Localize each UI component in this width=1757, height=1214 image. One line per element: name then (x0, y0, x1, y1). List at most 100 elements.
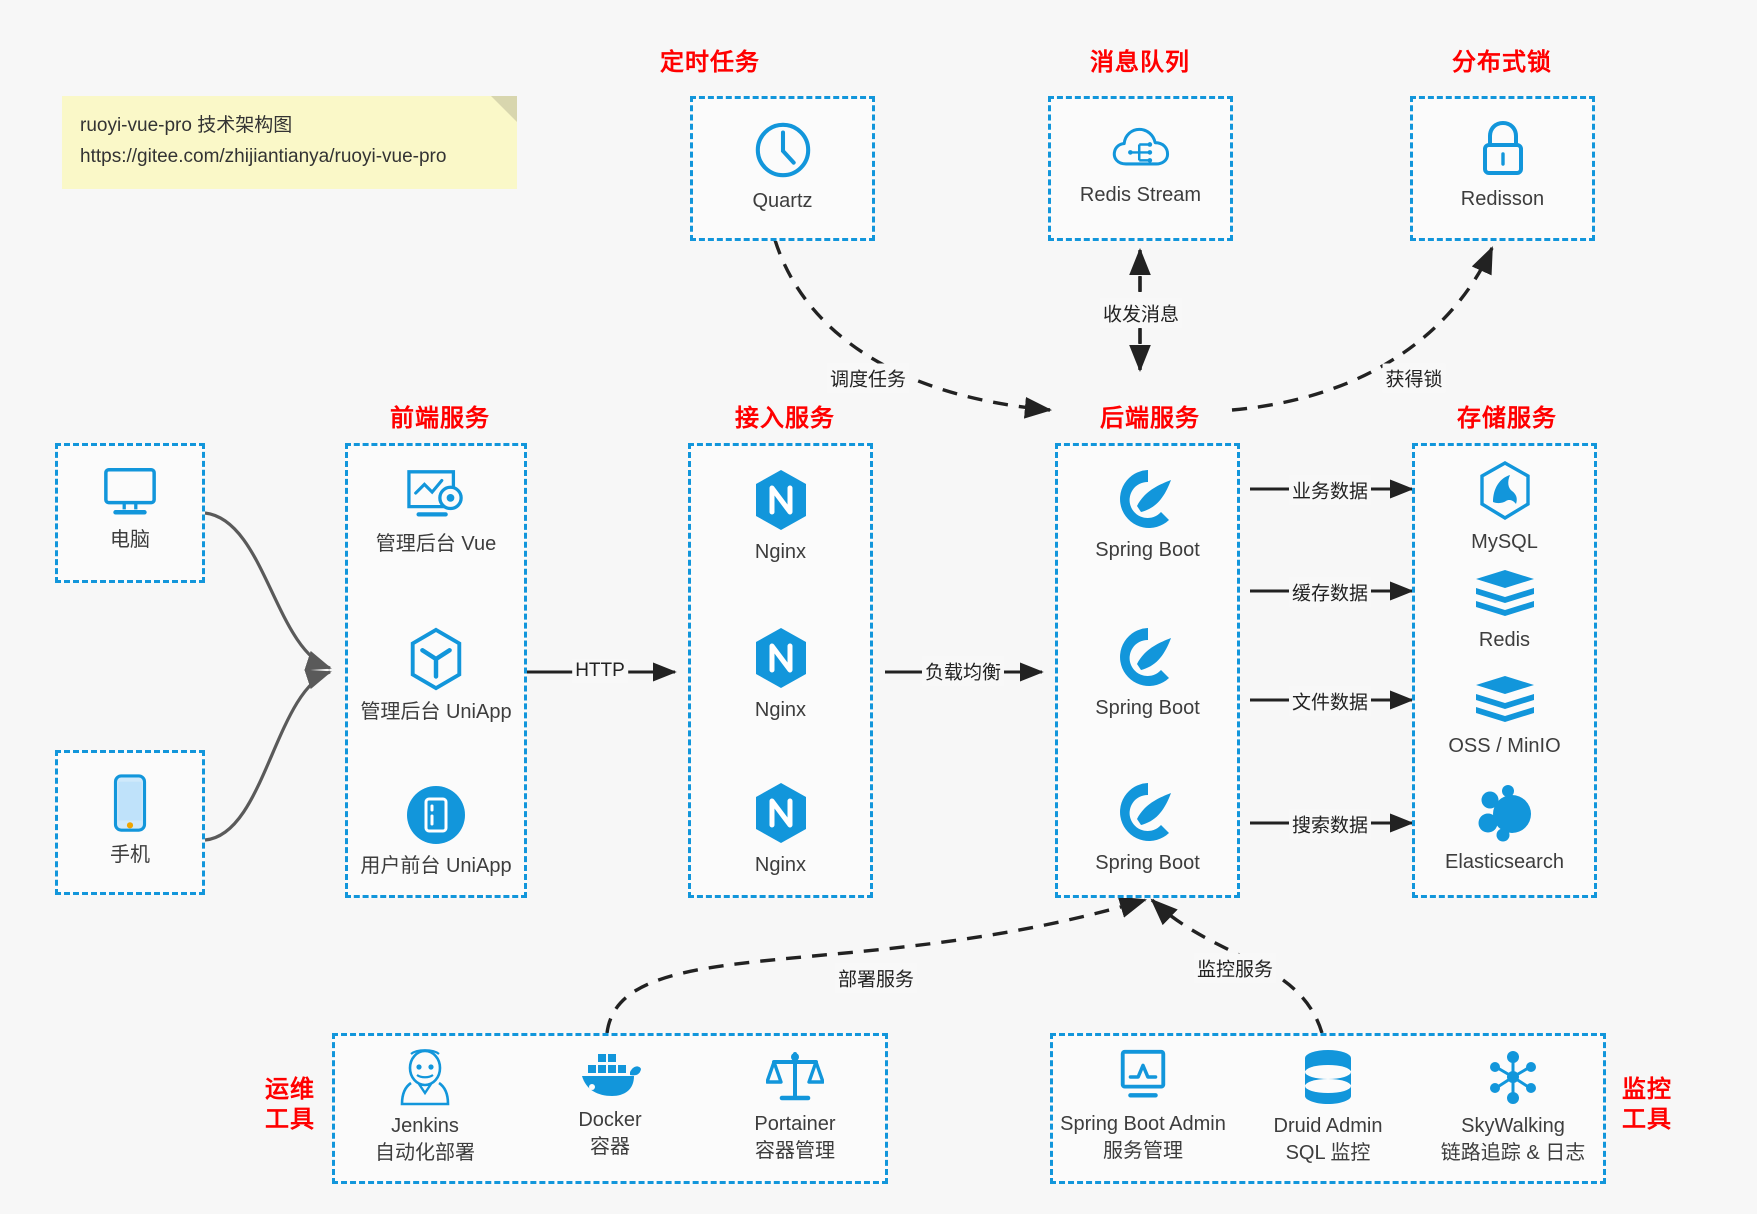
node-label: Portainer 容器管理 (754, 1111, 835, 1165)
edge-label-acquire-lock: 获得锁 (1382, 363, 1446, 393)
elasticsearch-icon (1478, 785, 1531, 842)
group-title-devops-line2: 工具 (265, 1106, 315, 1133)
node-spring-boot-admin[interactable]: Spring Boot Admin 服务管理 (868, 1048, 1418, 1165)
node-druid-admin[interactable]: Druid Admin SQL 监控 (1053, 1048, 1603, 1167)
lock-icon (1482, 120, 1523, 175)
scales-icon (766, 1052, 824, 1101)
node-label-sub: 容器管理 (755, 1140, 835, 1162)
group-title-gateway: 接入服务 (735, 405, 835, 432)
edge-label-load-balance: 负载均衡 (921, 656, 1005, 686)
node-label: Spring Boot Admin 服务管理 (1060, 1111, 1226, 1165)
note-line-title: ruoyi-vue-pro 技术架构图 (80, 115, 293, 136)
node-redisson[interactable]: Redisson (1413, 119, 1592, 213)
node-label: MySQL (1471, 531, 1538, 553)
node-jenkins[interactable]: Jenkins 自动化部署 (150, 1048, 700, 1167)
group-box-monitor[interactable]: Spring Boot Admin 服务管理 Druid Admin SQL 监… (1050, 1033, 1606, 1184)
skywalking-icon (1490, 1051, 1536, 1104)
group-title-monitor-line2: 工具 (1622, 1106, 1672, 1133)
cloud-stream-icon (1112, 127, 1169, 166)
node-label-sub: 服务管理 (1103, 1140, 1183, 1162)
group-box-devops[interactable]: Jenkins 自动化部署 Docker 容器 (332, 1033, 888, 1184)
node-spring-boot-3[interactable]: Spring Boot (1058, 781, 1237, 877)
node-label: Nginx (754, 854, 807, 876)
node-admin-vue[interactable]: 管理后台 Vue (348, 466, 524, 558)
node-nginx-2[interactable]: Nginx (691, 626, 870, 724)
group-box-lock[interactable]: Redisson (1410, 96, 1595, 241)
node-label: OSS / MinIO (1448, 735, 1561, 757)
node-label: 电脑 (110, 529, 150, 551)
redis-icon (1475, 570, 1534, 616)
nginx-icon (755, 783, 806, 843)
cube-icon (410, 627, 462, 691)
node-label: Druid Admin SQL 监控 (1274, 1113, 1383, 1167)
group-box-storage[interactable]: MySQL Redis OSS / MinIO (1412, 443, 1597, 898)
node-nginx-1[interactable]: Nginx (691, 468, 870, 566)
node-portainer[interactable]: Portainer 容器管理 (520, 1048, 1070, 1165)
spring-icon (1119, 783, 1171, 841)
node-label-main: Spring Boot Admin (1060, 1113, 1226, 1135)
node-label-main: SkyWalking (1461, 1115, 1565, 1137)
group-box-scheduler[interactable]: Quartz (690, 96, 875, 241)
node-label: 手机 (110, 844, 150, 866)
node-label: Elasticsearch (1445, 851, 1564, 873)
node-label: Docker 容器 (578, 1107, 641, 1161)
node-spring-boot-1[interactable]: Spring Boot (1058, 468, 1237, 564)
database-icon (1305, 1050, 1351, 1104)
note-fold-corner (491, 96, 517, 122)
node-oss-minio[interactable]: OSS / MinIO (1415, 674, 1594, 760)
group-title-frontend: 前端服务 (390, 405, 490, 432)
group-title-devops: 运维 工具 (255, 1075, 325, 1135)
node-label: Nginx (754, 541, 807, 563)
node-label-sub: 链路追踪 & 日志 (1440, 1142, 1586, 1164)
node-elasticsearch[interactable]: Elasticsearch (1415, 784, 1594, 876)
mobile-icon (113, 774, 147, 832)
app-circle-icon (407, 786, 465, 844)
group-box-frontend[interactable]: 管理后台 Vue 管理后台 UniApp 用户前台 UniApp (345, 443, 527, 898)
node-label-main: Druid Admin (1273, 1115, 1383, 1137)
group-title-mq: 消息队列 (1090, 49, 1190, 76)
node-label-sub: 自动化部署 (375, 1142, 475, 1164)
dashboard-icon (407, 470, 463, 517)
node-desktop[interactable]: 电脑 (58, 464, 202, 554)
mysql-icon (1479, 461, 1530, 520)
note-callout: ruoyi-vue-pro 技术架构图 https://gitee.com/zh… (62, 96, 517, 189)
group-box-mq[interactable]: Redis Stream (1048, 96, 1233, 241)
node-label: Jenkins 自动化部署 (375, 1113, 475, 1167)
node-user-uniapp[interactable]: 用户前台 UniApp (348, 784, 524, 880)
edge-label-monitor-service: 监控服务 (1193, 953, 1277, 983)
group-title-backend: 后端服务 (1100, 405, 1200, 432)
monitor-chart-icon (1120, 1049, 1166, 1098)
node-nginx-3[interactable]: Nginx (691, 781, 870, 879)
docker-icon (582, 1054, 641, 1096)
group-box-client-mobile[interactable]: 手机 (55, 750, 205, 895)
node-mobile[interactable]: 手机 (58, 773, 202, 869)
group-title-monitor-line1: 监控 (1622, 1076, 1672, 1103)
node-quartz[interactable]: Quartz (693, 119, 872, 215)
node-admin-uniapp[interactable]: 管理后台 UniApp (348, 626, 524, 726)
edge-label-http: HTTP (572, 659, 628, 683)
node-skywalking[interactable]: SkyWalking 链路追踪 & 日志 (1238, 1048, 1757, 1167)
node-label: 管理后台 Vue (375, 533, 497, 555)
node-mysql[interactable]: MySQL (1415, 460, 1594, 556)
node-label: Nginx (754, 699, 807, 721)
group-title-monitor: 监控 工具 (1612, 1075, 1682, 1135)
node-label: Redis Stream (1079, 184, 1202, 206)
node-docker[interactable]: Docker 容器 (335, 1048, 885, 1161)
group-title-devops-line1: 运维 (265, 1076, 315, 1103)
jenkins-icon (400, 1049, 450, 1106)
group-box-gateway[interactable]: Nginx Nginx Nginx (688, 443, 873, 898)
node-label: Quartz (752, 190, 813, 212)
edge-label-business-data: 业务数据 (1288, 475, 1372, 505)
edge-label-deploy-service: 部署服务 (834, 963, 918, 993)
group-box-client-desktop[interactable]: 电脑 (55, 443, 205, 583)
node-label-main: Docker (578, 1109, 642, 1131)
node-spring-boot-2[interactable]: Spring Boot (1058, 626, 1237, 722)
edge-label-send-receive-message: 收发消息 (1099, 298, 1183, 328)
node-redis[interactable]: Redis (1415, 568, 1594, 654)
group-title-scheduler: 定时任务 (660, 49, 760, 76)
node-redis-stream[interactable]: Redis Stream (1051, 121, 1230, 209)
node-label-main: Portainer (754, 1113, 836, 1135)
group-box-backend[interactable]: Spring Boot Spring Boot Spring Boot (1055, 443, 1240, 898)
node-label: Redis (1478, 629, 1531, 651)
